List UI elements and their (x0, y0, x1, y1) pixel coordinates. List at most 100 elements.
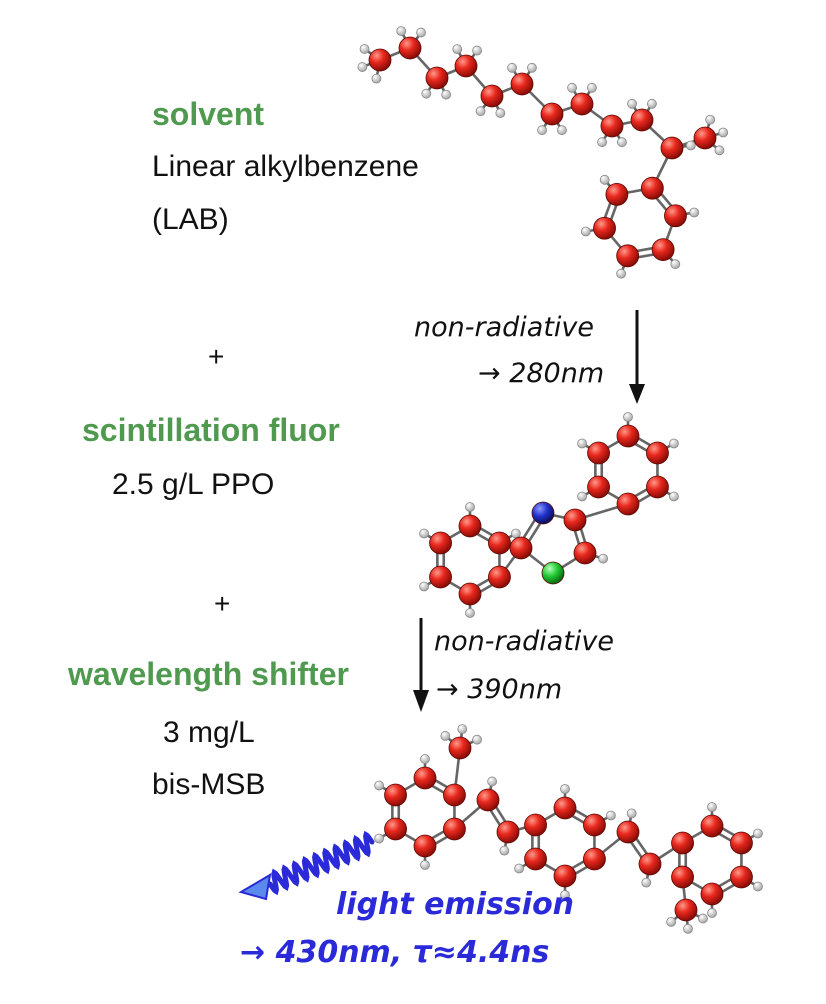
hydrogen-atom (499, 845, 510, 856)
carbon-atom (640, 176, 664, 200)
hydrogen-atom (419, 528, 430, 539)
carbon-atom (488, 565, 511, 589)
light-wave-icon (238, 830, 375, 901)
carbon-atom (553, 796, 577, 820)
carbon-atom (448, 736, 472, 760)
hydrogen-atom (668, 438, 679, 449)
carbon-atom (605, 183, 629, 206)
hydrogen-atom (577, 438, 588, 449)
hydrogen-atom (616, 268, 627, 279)
carbon-atom (693, 126, 717, 150)
carbon-atom (573, 541, 597, 565)
hydrogen-atom (617, 137, 627, 148)
carbon-atom (429, 565, 452, 589)
shifter-name: bis-MSB (152, 768, 266, 801)
carbon-atom (553, 864, 577, 888)
carbon-atom (524, 847, 547, 871)
solvent-abbrev: (LAB) (152, 203, 229, 236)
bismsb-molecule (374, 724, 763, 934)
carbon-atom (413, 766, 437, 790)
carbon-atom (616, 244, 640, 268)
hydrogen-atom (472, 734, 482, 745)
carbon-atom (616, 424, 640, 448)
hydrogen-atom (357, 62, 368, 72)
hydrogen-atom (487, 776, 498, 787)
solvent-name: Linear alkylbenzene (152, 150, 419, 183)
hydrogen-atom (507, 62, 517, 73)
arrow-1-icon (629, 310, 645, 404)
hydrogen-atom (441, 89, 452, 100)
carbon-atom (413, 834, 437, 858)
carbon-atom (429, 531, 452, 555)
hydrogen-atom (626, 808, 637, 819)
hydrogen-atom (560, 890, 570, 900)
carbon-atom (700, 882, 724, 906)
hydrogen-atom (752, 828, 763, 839)
carbon-atom (630, 108, 654, 132)
solvent-heading: solvent (152, 96, 265, 132)
carbon-atom (496, 820, 520, 844)
hydrogen-atom (514, 863, 525, 874)
arrow-1-wavelength: → 280nm (478, 358, 605, 389)
carbon-atom (524, 813, 547, 837)
hydrogen-atom (599, 174, 610, 185)
hydrogen-atom (587, 82, 597, 93)
hydrogen-atom (374, 780, 385, 791)
hydrogen-atom (597, 137, 607, 148)
hydrogen-atom (623, 412, 633, 422)
hydrogen-atom (465, 502, 475, 512)
carbon-atom (646, 475, 669, 499)
hydrogen-atom (752, 881, 763, 892)
hydrogen-atom (605, 810, 616, 821)
hydrogen-atom (647, 98, 657, 109)
hydrogen-atom (707, 908, 717, 918)
shifter-amount: 3 mg/L (163, 716, 255, 749)
arrow-2-icon (413, 618, 429, 712)
carbon-atom (616, 492, 640, 516)
carbon-atom (458, 514, 482, 538)
carbon-atom (583, 847, 606, 871)
hydrogen-atom (668, 491, 679, 502)
hydrogen-atom (371, 73, 382, 84)
carbon-atom (443, 783, 466, 807)
hydrogen-atom (666, 916, 677, 927)
hydrogen-atom (580, 226, 591, 237)
carbon-atom (368, 48, 392, 72)
hydrogen-atom (527, 62, 537, 73)
carbon-atom (384, 783, 407, 807)
carbon-atom (638, 852, 662, 876)
carbon-atom (664, 204, 687, 228)
carbon-atom (600, 114, 624, 138)
carbon-atom (476, 788, 500, 812)
hydrogen-atom (627, 98, 637, 109)
hydrogen-atom (475, 106, 486, 117)
hydrogen-atom (698, 913, 708, 924)
carbon-atom (488, 531, 511, 555)
hydrogen-atom (577, 491, 588, 502)
hydrogen-atom (641, 877, 652, 888)
hydrogen-atom (705, 114, 716, 125)
carbon-atom (425, 66, 449, 90)
carbon-atom (583, 813, 606, 837)
hydrogen-atom (683, 923, 693, 934)
hydrogen-atom (689, 207, 700, 218)
hydrogen-atom (374, 833, 385, 844)
hydrogen-atom (457, 724, 468, 735)
nitrogen-atom (531, 501, 555, 525)
hydrogen-atom (472, 45, 482, 56)
hydrogen-atom (557, 125, 567, 136)
hydrogen-atom (440, 731, 451, 741)
carbon-atom (616, 820, 640, 844)
hydrogen-atom (396, 26, 407, 37)
hydrogen-atom (714, 145, 725, 156)
hydrogen-atom (420, 860, 430, 870)
hydrogen-atom (707, 802, 717, 812)
carbon-atom (510, 72, 534, 96)
carbon-atom (384, 817, 407, 841)
arrow-2-label: non-radiative (434, 626, 614, 657)
hydrogen-atom (670, 259, 681, 270)
hydrogen-atom (560, 784, 570, 794)
plus-sign-1: + (208, 341, 225, 372)
hydrogen-atom (465, 608, 475, 618)
fluor-amount: 2.5 g/L PPO (112, 468, 275, 501)
